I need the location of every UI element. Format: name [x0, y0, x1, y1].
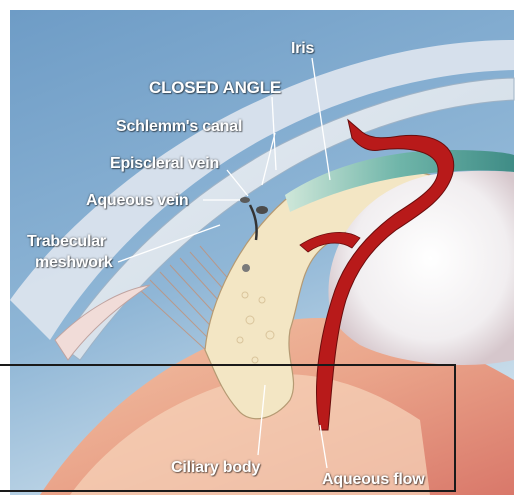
label-aqueous-vein: Aqueous vein	[86, 192, 189, 210]
label-meshwork: meshwork	[35, 254, 113, 272]
label-closed-angle: CLOSED ANGLE	[149, 79, 281, 97]
label-episcleral-vein: Episcleral vein	[110, 155, 219, 173]
label-iris: Iris	[291, 40, 314, 58]
label-ciliary-body: Ciliary body	[171, 459, 260, 477]
aqueous-vein-vessel	[256, 206, 268, 214]
label-trabecular: Trabecular	[27, 233, 106, 251]
label-schlemms-canal: Schlemm's canal	[116, 118, 242, 136]
label-aqueous-flow: Aqueous flow	[322, 471, 424, 489]
